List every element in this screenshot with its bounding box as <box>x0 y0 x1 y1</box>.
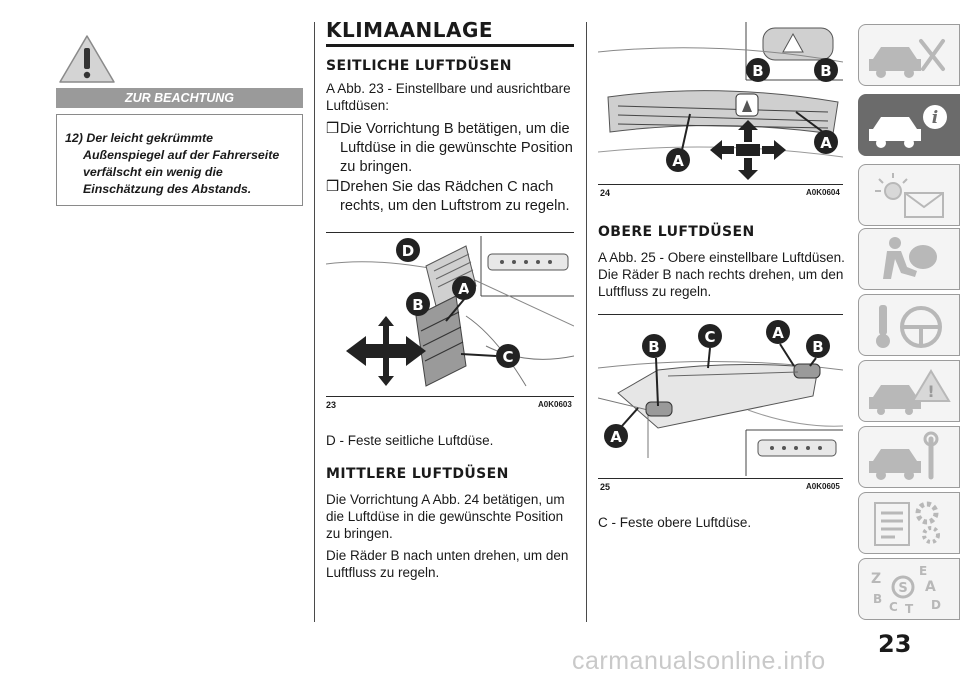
sidebar-tab-car-warning[interactable]: ! <box>858 360 960 422</box>
svg-text:E: E <box>919 564 927 578</box>
sidebar-tab-key-steering[interactable] <box>858 294 960 356</box>
figure-24-label: B <box>752 62 763 80</box>
figure-24-code: A0K0604 <box>806 188 840 197</box>
sidebar-tab-light-message[interactable] <box>858 164 960 226</box>
figure-24-label: A <box>820 134 832 152</box>
figure-24: B B A A <box>598 22 843 182</box>
page-title: KLIMAANLAGE <box>326 18 574 47</box>
sidebar-tab-document-gear[interactable] <box>858 492 960 554</box>
warning-note: 12) Der leicht gekrümmte Außenspiegel au… <box>65 130 294 198</box>
bullet-text: Die Vorrichtung B betätigen, um die Luft… <box>340 121 573 175</box>
figure-25-label: A <box>772 324 784 342</box>
figure-23-label: A <box>458 280 470 298</box>
bullet-mark: ❒ <box>326 179 340 195</box>
sidebar-tab-car-wrench[interactable] <box>858 426 960 488</box>
figure-25-bottom-rule <box>598 478 843 479</box>
upper-vents-heading: OBERE LUFTDÜSEN <box>598 224 755 240</box>
bullet-item: ❒ Die Vorrichtung B betätigen, um die Lu… <box>326 120 576 177</box>
column-divider-right <box>586 22 587 622</box>
figure-23-label: C <box>502 348 513 366</box>
figure-23-bottom-rule <box>326 396 574 397</box>
svg-text:i: i <box>932 108 938 128</box>
sidebar-tab-car-info[interactable]: i <box>858 94 960 156</box>
svg-text:Z: Z <box>871 571 881 587</box>
center-vents-para2: Die Räder B nach unten drehen, um den Lu… <box>326 548 569 580</box>
center-vents-heading: MITTLERE LUFTDÜSEN <box>326 466 509 482</box>
side-vents-heading: SEITLICHE LUFTDÜSEN <box>326 58 512 74</box>
document-gear-icon <box>874 501 940 546</box>
bullet-item: ❒ Drehen Sie das Rädchen C nach rechts, … <box>326 178 578 216</box>
figure-25-top-rule <box>598 314 843 315</box>
side-vents-fixed-note: D - Feste seitliche Luftdüse. <box>326 433 494 448</box>
figure-23-label: B <box>412 296 423 314</box>
figure-24-number: 24 <box>600 188 611 198</box>
side-vents-intro: A Abb. 23 - Einstellbare und ausrichtbar… <box>326 81 571 113</box>
upper-vents-fixed-note: C - Feste obere Luftdüse. <box>598 515 752 530</box>
svg-text:B: B <box>873 592 882 606</box>
figure-24-bottom-rule <box>598 184 843 185</box>
airbag-person-icon <box>883 237 937 279</box>
svg-text:!: ! <box>927 382 934 401</box>
car-tools-icon <box>869 39 945 78</box>
svg-text:T: T <box>905 602 914 616</box>
watermark: carmanualsonline.info <box>572 647 826 675</box>
figure-23-label: D <box>402 242 414 260</box>
page-number: 23 <box>878 630 912 658</box>
svg-text:A: A <box>925 579 936 595</box>
upper-vents-para: A Abb. 25 - Obere einstellbare Luftdüsen… <box>598 250 845 299</box>
warning-header: ZUR BEACHTUNG <box>56 88 303 108</box>
sidebar-tab-car-tools[interactable] <box>858 24 960 86</box>
key-steering-icon <box>876 305 942 348</box>
figure-24-label: A <box>672 152 684 170</box>
figure-25-label: C <box>704 328 715 346</box>
bullet-mark: ❒ <box>326 121 340 137</box>
figure-23-number: 23 <box>326 400 337 410</box>
figure-24-illustration: B B A A <box>598 22 843 180</box>
svg-text:C: C <box>889 600 898 614</box>
figure-23-code: A0K0603 <box>538 400 572 409</box>
figure-23-illustration: D B A C <box>326 236 574 387</box>
car-wrench-icon <box>869 431 939 480</box>
figure-25-label: A <box>610 428 622 446</box>
figure-23: D B A C <box>326 236 574 394</box>
car-warning-icon: ! <box>869 369 951 415</box>
figure-23-top-rule <box>326 232 574 233</box>
car-info-icon: i <box>869 105 947 148</box>
figure-25: B C A B A <box>598 318 843 476</box>
sidebar-tab-airbag[interactable] <box>858 228 960 290</box>
figure-25-number: 25 <box>600 482 611 492</box>
light-message-icon <box>875 173 944 218</box>
center-vents-para1: Die Vorrichtung A Abb. 24 betätigen, um … <box>326 492 565 541</box>
column-divider-left <box>314 22 315 622</box>
warning-triangle-icon <box>59 35 115 83</box>
figure-25-label: B <box>648 338 659 356</box>
svg-text:D: D <box>931 598 941 612</box>
note-text: Der leicht gekrümmte Außenspiegel auf de… <box>83 131 280 196</box>
note-number: 12) <box>65 131 83 145</box>
warning-box: 12) Der leicht gekrümmte Außenspiegel au… <box>56 114 303 206</box>
svg-text:S: S <box>898 581 907 596</box>
bullet-text: Drehen Sie das Rädchen C nach rechts, um… <box>340 179 570 214</box>
figure-25-illustration: B C A B A <box>598 320 843 476</box>
figure-24-label: B <box>820 62 831 80</box>
figure-25-label: B <box>812 338 823 356</box>
figure-25-code: A0K0605 <box>806 482 840 491</box>
